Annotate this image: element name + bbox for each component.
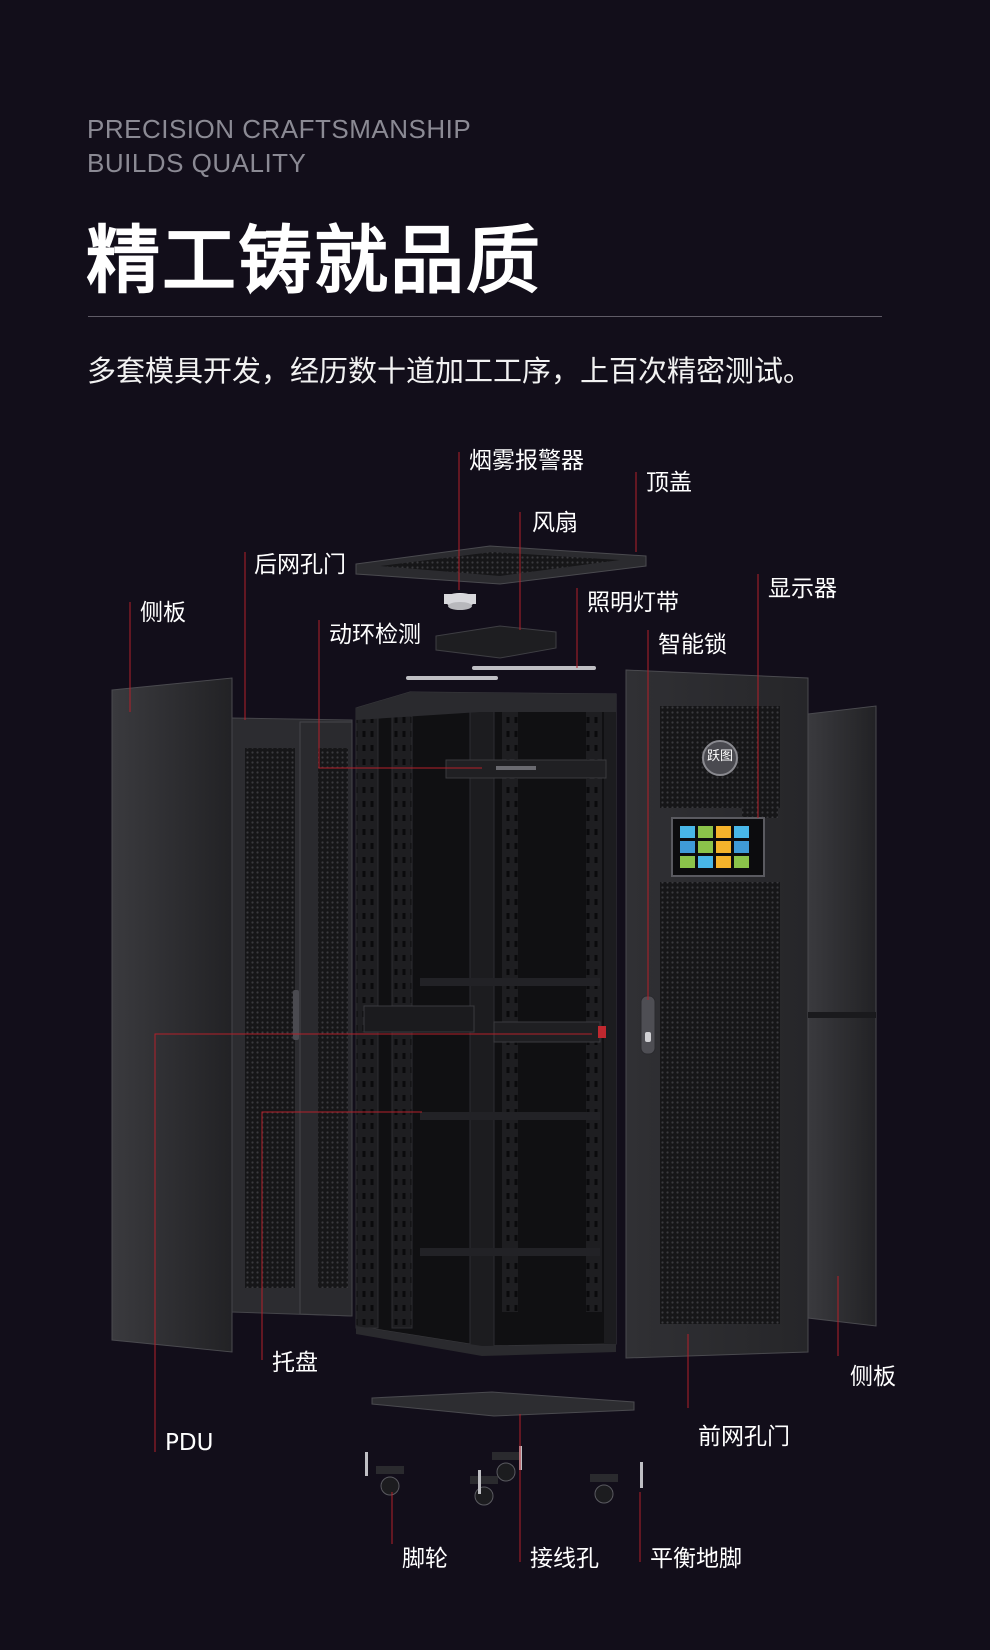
screen-tile	[680, 841, 695, 853]
eyebrow-line-2: BUILDS QUALITY	[87, 148, 307, 178]
screen-tile	[698, 841, 713, 853]
callout-side-panel-left: 侧板	[140, 600, 186, 626]
left-side-panel	[111, 677, 233, 1353]
eyebrow-text: PRECISION CRAFTSMANSHIP BUILDS QUALITY	[87, 112, 471, 180]
callout-pdu: PDU	[165, 1430, 214, 1456]
screen-tile	[734, 856, 749, 868]
screen-tile	[734, 841, 749, 853]
page-subtitle: 多套模具开发，经历数十道加工工序，上百次精密测试。	[87, 354, 813, 388]
rear-mesh-door	[231, 717, 353, 1317]
callout-front-mesh-door: 前网孔门	[698, 1424, 790, 1450]
rack-frame	[355, 691, 617, 1356]
callout-cable-hole: 接线孔	[530, 1546, 599, 1572]
screen-tile	[716, 826, 731, 838]
light-strips	[406, 666, 596, 680]
callout-fan: 风扇	[532, 510, 578, 536]
screen-tile	[680, 826, 695, 838]
callout-smart-lock: 智能锁	[658, 632, 727, 658]
fan-unit	[435, 625, 557, 659]
callout-smoke-alarm: 烟雾报警器	[469, 448, 584, 474]
smoke-alarm-device	[444, 593, 476, 610]
screen-tile	[716, 841, 731, 853]
front-mesh-door	[625, 669, 809, 1359]
callout-top-cover: 顶盖	[646, 470, 692, 496]
callout-env-monitor: 动环检测	[329, 622, 421, 648]
page-title: 精工铸就品质	[86, 218, 542, 304]
screen-tile	[698, 856, 713, 868]
screen-tile	[716, 856, 731, 868]
leader-lines	[129, 452, 839, 1562]
display-screen	[671, 817, 765, 877]
callout-leveling-feet: 平衡地脚	[650, 1546, 742, 1572]
bottom-plate	[371, 1391, 635, 1417]
screen-tile	[680, 856, 695, 868]
callout-tray: 托盘	[272, 1350, 318, 1376]
title-divider	[88, 316, 882, 317]
callout-light-strip: 照明灯带	[587, 590, 679, 616]
callout-logo: 跃图	[706, 749, 733, 764]
callout-casters: 脚轮	[402, 1546, 448, 1572]
screen-tile	[698, 826, 713, 838]
callout-rear-mesh-door: 后网孔门	[254, 552, 346, 578]
callout-side-panel-right: 侧板	[850, 1364, 896, 1390]
screen-tile	[734, 826, 749, 838]
eyebrow-line-1: PRECISION CRAFTSMANSHIP	[87, 114, 472, 144]
casters-and-feet	[365, 1446, 643, 1506]
callout-display: 显示器	[768, 576, 837, 602]
